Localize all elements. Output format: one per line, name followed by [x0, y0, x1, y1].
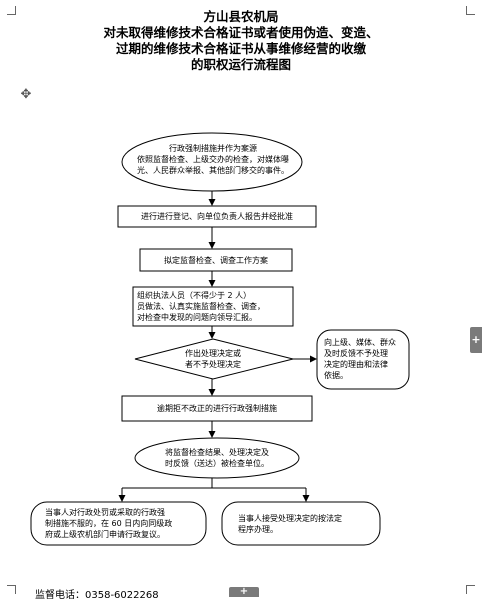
investigate-node: 组织执法人员（不得少于 2 人） 员做法、认真实施监督检查、调查， 对检查中发现…	[137, 290, 291, 323]
decision-node-shape	[134, 338, 294, 380]
decision-node-line-2: 者不予处理决定	[185, 360, 241, 369]
title-line-1: 方山县农机局	[203, 9, 279, 24]
investigate-node-line-1: 组织执法人员（不得少于 2 人）	[137, 291, 252, 300]
feedback-node-shape	[134, 437, 300, 479]
accept-node-line-1: 当事人接受处理决定的按法定	[238, 514, 342, 523]
decision-node-line-1: 作出处理决定或	[185, 349, 241, 358]
review-node: 当事人对行政处罚或采取的行政强 制措施不服的，在 60 日内向同级政 府或上级农…	[45, 507, 201, 540]
plan-node: 拟定监督检查、调查工作方案	[164, 256, 268, 265]
register-node-shape	[117, 205, 317, 228]
start-node-line-3: 光、人民群众举报、其他部门移交的事件。	[137, 166, 289, 175]
review-node-line-1: 当事人对行政处罚或采取的行政强	[45, 508, 165, 517]
investigate-node-line-3: 对检查中发现的问题向领导汇报。	[137, 313, 257, 322]
enforce-node: 逾期拒不改正的进行行政强制措施	[157, 404, 277, 413]
enforce-node-shape	[121, 395, 313, 422]
title-line-2: 对未取得维修技术合格证书或者使用伪造、变造、	[103, 25, 379, 40]
feedback-node-line-2: 时反馈（送达）被检查单位。	[165, 459, 269, 468]
investigate-node-shape	[132, 286, 294, 327]
side-notify-node: 向上级、媒体、群众 及时反馈不予处理 决定的理由和法律 依据。	[324, 337, 406, 381]
side-notify-line-1: 向上级、媒体、群众	[324, 338, 396, 347]
page-corner-mark-bottom-left	[7, 585, 16, 594]
decision-node: 作出处理决定或 者不予处理决定	[163, 348, 263, 370]
start-node: 行政强制措施并作为案源 依照监督检查、上级交办的检查，对媒体曝 光、人民群众举报…	[130, 143, 296, 176]
accept-node-line-2: 程序办理。	[238, 525, 278, 534]
feedback-node-line-1: 将监督检查结果、处理决定及	[165, 448, 269, 457]
supervision-phone: 监督电话：0358-6022268	[35, 590, 159, 601]
plan-node-shape	[139, 248, 293, 272]
accept-node: 当事人接受处理决定的按法定 程序办理。	[238, 513, 374, 535]
move-icon[interactable]: ✥	[20, 87, 32, 102]
start-node-line-2: 依照监督检查、上级交办的检查，对媒体曝	[137, 155, 289, 164]
review-node-shape	[30, 501, 207, 546]
side-notify-line-4: 依据。	[324, 371, 348, 380]
start-node-line-1: 行政强制措施并作为案源	[169, 144, 257, 153]
page-corner-mark-top-left	[7, 6, 16, 15]
side-notify-node-shape	[316, 329, 410, 390]
review-node-line-2: 制措施不服的，在 60 日内向同级政	[45, 519, 173, 528]
page-corner-mark-bottom-right	[466, 585, 475, 594]
title-line-4: 的职权运行流程图	[190, 57, 291, 72]
investigate-node-line-2: 员做法、认真实施监督检查、调查，	[137, 302, 265, 311]
register-node: 进行进行登记、向单位负责人报告并经批准	[141, 212, 293, 221]
title-line-3: 过期的维修技术合格证书从事维修经营的收缴	[115, 41, 366, 56]
side-notify-line-2: 及时反馈不予处理	[324, 349, 388, 358]
review-node-line-3: 府或上级农机部门申请行政复议。	[45, 530, 165, 539]
page-corner-mark-top-right	[466, 6, 475, 15]
accept-node-shape	[221, 501, 381, 546]
side-notify-line-3: 决定的理由和法律	[324, 360, 388, 369]
expand-plus-icon[interactable]: +	[229, 587, 259, 597]
feedback-node: 将监督检查结果、处理决定及 时反馈（送达）被检查单位。	[142, 447, 292, 469]
plus-icon[interactable]: +	[470, 327, 482, 353]
